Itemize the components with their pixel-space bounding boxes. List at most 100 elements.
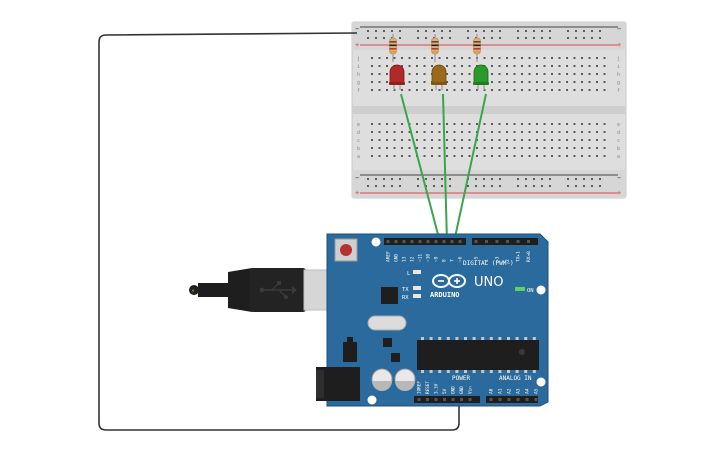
terminal-hole[interactable]: [513, 155, 516, 157]
digital-pin-socket[interactable]: [418, 240, 422, 243]
terminal-hole[interactable]: [543, 139, 546, 141]
rail-hole[interactable]: [475, 30, 477, 32]
terminal-hole[interactable]: [468, 81, 471, 83]
terminal-hole[interactable]: [461, 147, 463, 149]
terminal-hole[interactable]: [461, 89, 463, 91]
terminal-hole[interactable]: [588, 123, 591, 125]
terminal-hole[interactable]: [603, 65, 606, 67]
terminal-hole[interactable]: [416, 139, 418, 141]
terminal-hole[interactable]: [566, 89, 568, 91]
terminal-hole[interactable]: [513, 139, 516, 141]
power-pin-socket[interactable]: [451, 398, 455, 401]
terminal-hole[interactable]: [431, 155, 433, 157]
terminal-hole[interactable]: [528, 147, 531, 149]
terminal-hole[interactable]: [491, 155, 493, 157]
terminal-hole[interactable]: [588, 89, 591, 91]
terminal-hole[interactable]: [378, 81, 381, 83]
terminal-hole[interactable]: [386, 139, 388, 141]
terminal-hole[interactable]: [588, 65, 591, 67]
terminal-hole[interactable]: [573, 81, 576, 83]
rail-hole[interactable]: [399, 37, 401, 39]
terminal-hole[interactable]: [491, 73, 493, 75]
rail-hole[interactable]: [491, 178, 493, 180]
rail-hole[interactable]: [567, 185, 569, 187]
terminal-hole[interactable]: [528, 73, 531, 75]
terminal-hole[interactable]: [446, 73, 448, 75]
power-pin-socket[interactable]: [417, 398, 421, 401]
rail-hole[interactable]: [399, 30, 401, 32]
terminal-hole[interactable]: [438, 155, 441, 157]
terminal-hole[interactable]: [431, 65, 433, 67]
rail-hole[interactable]: [383, 178, 385, 180]
rail-hole[interactable]: [425, 37, 427, 39]
terminal-hole[interactable]: [566, 155, 568, 157]
terminal-hole[interactable]: [378, 57, 381, 59]
terminal-hole[interactable]: [581, 73, 583, 75]
rail-hole[interactable]: [549, 30, 551, 32]
rail-hole[interactable]: [425, 178, 427, 180]
rail-hole[interactable]: [383, 30, 385, 32]
terminal-hole[interactable]: [596, 65, 598, 67]
rail-hole[interactable]: [375, 37, 377, 39]
rail-hole[interactable]: [391, 30, 393, 32]
terminal-hole[interactable]: [483, 123, 486, 125]
green-wire-pin-11[interactable]: [400, 93, 441, 243]
terminal-hole[interactable]: [371, 147, 373, 149]
terminal-hole[interactable]: [393, 123, 396, 125]
wires[interactable]: [98, 32, 487, 431]
terminal-hole[interactable]: [558, 57, 561, 59]
terminal-hole[interactable]: [543, 73, 546, 75]
terminal-hole[interactable]: [371, 81, 373, 83]
rail-hole[interactable]: [533, 30, 535, 32]
terminal-hole[interactable]: [438, 57, 441, 59]
rail-hole[interactable]: [467, 30, 469, 32]
digital-pin-socket[interactable]: [495, 240, 499, 243]
rail-hole[interactable]: [591, 37, 593, 39]
terminal-hole[interactable]: [431, 123, 433, 125]
terminal-hole[interactable]: [536, 57, 538, 59]
rail-hole[interactable]: [499, 185, 501, 187]
terminal-hole[interactable]: [581, 155, 583, 157]
terminal-hole[interactable]: [401, 131, 403, 133]
terminal-hole[interactable]: [461, 123, 463, 125]
rail-hole[interactable]: [549, 37, 551, 39]
terminal-hole[interactable]: [506, 147, 508, 149]
terminal-hole[interactable]: [416, 57, 418, 59]
rail-hole[interactable]: [491, 185, 493, 187]
terminal-hole[interactable]: [543, 123, 546, 125]
rail-hole[interactable]: [367, 185, 369, 187]
terminal-hole[interactable]: [453, 131, 456, 133]
terminal-hole[interactable]: [551, 81, 553, 83]
terminal-hole[interactable]: [446, 139, 448, 141]
terminal-hole[interactable]: [558, 89, 561, 91]
terminal-hole[interactable]: [468, 123, 471, 125]
terminal-hole[interactable]: [596, 131, 598, 133]
terminal-hole[interactable]: [596, 57, 598, 59]
rail-hole[interactable]: [375, 185, 377, 187]
terminal-hole[interactable]: [581, 65, 583, 67]
rail-hole[interactable]: [517, 37, 519, 39]
terminal-hole[interactable]: [543, 131, 546, 133]
terminal-hole[interactable]: [491, 81, 493, 83]
terminal-hole[interactable]: [536, 139, 538, 141]
rail-hole[interactable]: [525, 185, 527, 187]
terminal-hole[interactable]: [506, 81, 508, 83]
power-pin-socket[interactable]: [426, 398, 429, 401]
terminal-hole[interactable]: [431, 57, 433, 59]
terminal-hole[interactable]: [431, 147, 433, 149]
terminal-hole[interactable]: [573, 131, 576, 133]
terminal-hole[interactable]: [468, 73, 471, 75]
terminal-hole[interactable]: [491, 57, 493, 59]
terminal-hole[interactable]: [581, 131, 583, 133]
terminal-hole[interactable]: [581, 89, 583, 91]
terminal-hole[interactable]: [453, 139, 456, 141]
terminal-hole[interactable]: [566, 81, 568, 83]
terminal-hole[interactable]: [378, 147, 381, 149]
rail-hole[interactable]: [417, 37, 419, 39]
terminal-hole[interactable]: [423, 89, 426, 91]
terminal-hole[interactable]: [446, 123, 448, 125]
rail-hole[interactable]: [575, 185, 577, 187]
terminal-hole[interactable]: [558, 123, 561, 125]
rail-hole[interactable]: [441, 185, 443, 187]
terminal-hole[interactable]: [446, 89, 448, 91]
